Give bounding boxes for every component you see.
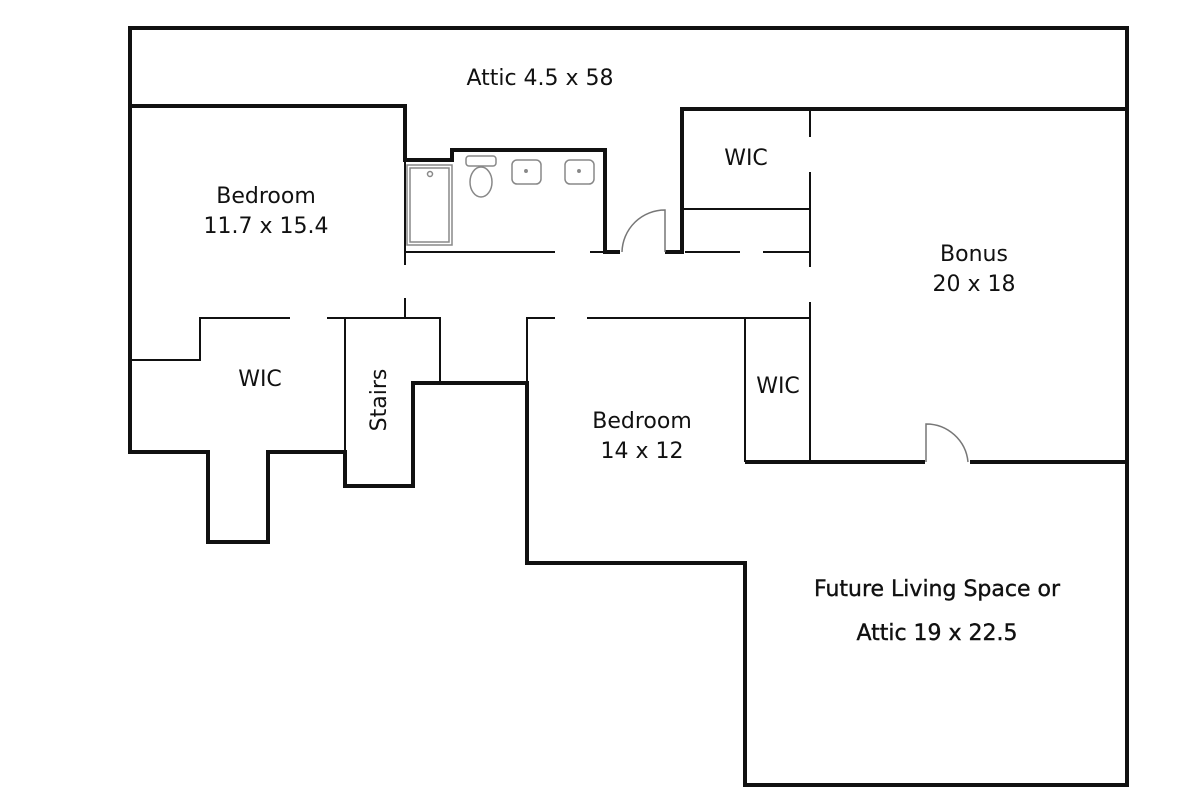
room-label-stairs: Stairs [367, 368, 392, 432]
doors [621, 209, 969, 463]
room-name: Bedroom [216, 184, 316, 209]
room-label-bonus: Bonus 20 x 18 [933, 240, 1016, 300]
room-size: 20 x 18 [932, 272, 1016, 297]
room-name: Bonus [940, 242, 1008, 267]
room-label-attic: Attic 4.5 x 58 [466, 66, 614, 91]
room-size: 11.7 x 15.4 [203, 214, 329, 239]
bathtub-icon [406, 164, 453, 246]
interior-walls [132, 106, 811, 462]
room-name: Future Living Space or [814, 577, 1060, 602]
sink-icon [564, 159, 595, 185]
room-label-bedroom1: Bedroom 11.7 x 15.4 [204, 182, 329, 242]
toilet-bowl-icon [469, 166, 493, 198]
sink-icon [511, 159, 542, 185]
room-label-wic-left: WIC [238, 367, 282, 392]
room-label-wic-top: WIC [724, 146, 768, 171]
door-swing-bath [621, 209, 666, 253]
room-label-wic-mid: WIC [756, 374, 800, 399]
room-size: 14 x 12 [600, 439, 684, 464]
room-label-future-space: Future Living Space or Attic 19 x 22.5 [814, 568, 1060, 656]
bathroom-fixtures [406, 155, 595, 246]
room-size: Attic 19 x 22.5 [856, 621, 1018, 646]
room-name: Bedroom [592, 409, 692, 434]
toilet-tank-icon [465, 155, 497, 167]
door-swing-future [925, 423, 969, 463]
room-label-bedroom2: Bedroom 14 x 12 [592, 407, 692, 467]
outer-wall [128, 26, 1129, 787]
